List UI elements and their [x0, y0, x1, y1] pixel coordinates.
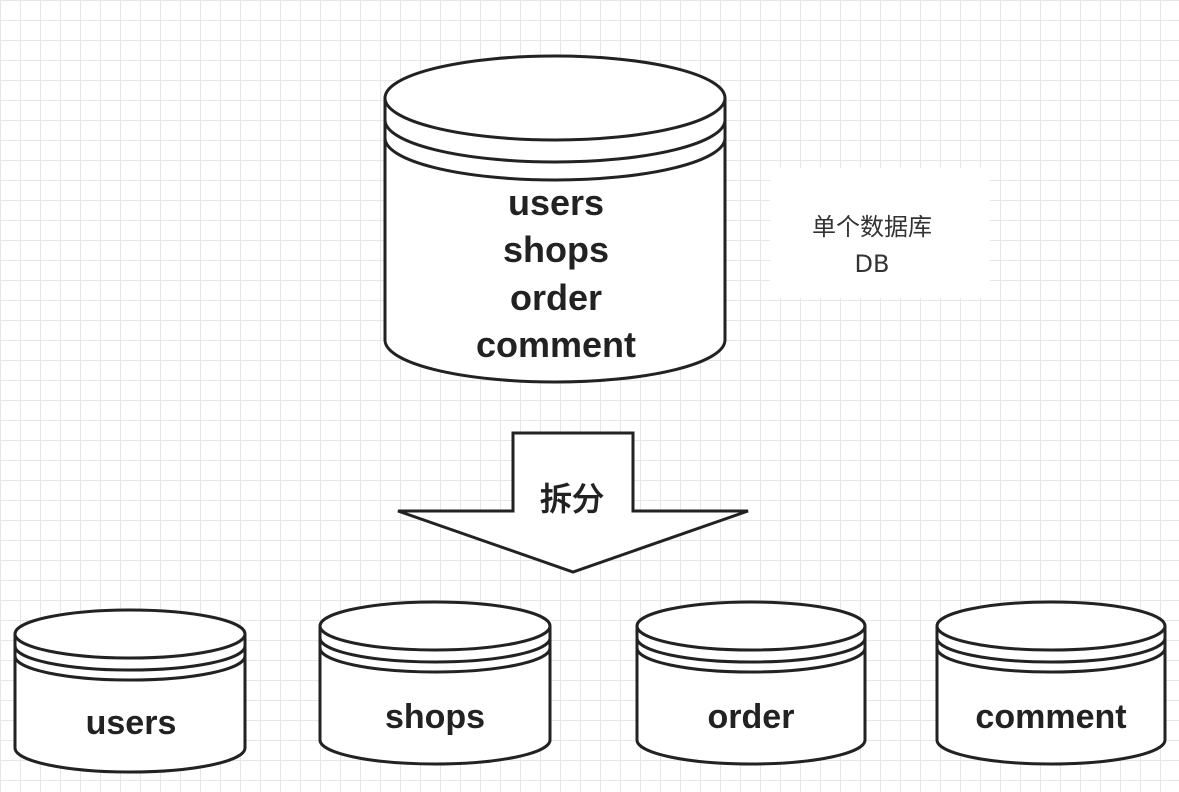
split-db-users-body	[13, 634, 247, 774]
split-db-comment-band-1	[935, 637, 1167, 664]
main-db-table-users: users	[508, 182, 604, 223]
split-arrow	[397, 431, 749, 574]
note-line-1: 单个数据库	[812, 213, 932, 241]
split-db-order-top	[635, 600, 867, 652]
main-db-table-order: order	[510, 277, 602, 318]
split-db-users-label: users	[86, 704, 177, 742]
split-db-shops-band-2	[318, 647, 552, 674]
note-line-2: DB	[855, 250, 890, 278]
split-db-order	[635, 600, 867, 766]
split-db-comment-body	[935, 626, 1167, 766]
split-db-comment	[935, 600, 1167, 766]
main-database	[383, 54, 727, 384]
main-db-band-1	[383, 119, 727, 164]
note-background	[770, 168, 990, 298]
split-db-comment-top	[935, 600, 1167, 652]
split-db-comment-label: comment	[975, 698, 1126, 736]
main-db-table-shops: shops	[503, 229, 609, 270]
split-db-shops-body	[318, 626, 552, 766]
main-db-table-comment: comment	[476, 324, 636, 365]
split-db-order-band-2	[635, 647, 867, 674]
split-db-order-band-1	[635, 637, 867, 664]
split-db-users	[13, 608, 247, 774]
split-db-users-top	[13, 608, 247, 660]
split-db-shops	[318, 600, 552, 766]
main-db-top	[383, 54, 727, 142]
split-db-comment-band-2	[935, 647, 1167, 674]
split-db-users-band-2	[13, 655, 247, 682]
split-db-order-body	[635, 626, 867, 766]
split-db-users-band-1	[13, 645, 247, 672]
split-db-shops-top	[318, 600, 552, 652]
split-db-shops-label: shops	[385, 698, 485, 736]
split-arrow-label: 拆分	[540, 480, 604, 518]
split-db-shops-band-1	[318, 637, 552, 664]
main-db-body	[383, 98, 727, 384]
main-db-band-2	[383, 137, 727, 182]
split-db-order-label: order	[708, 698, 795, 736]
